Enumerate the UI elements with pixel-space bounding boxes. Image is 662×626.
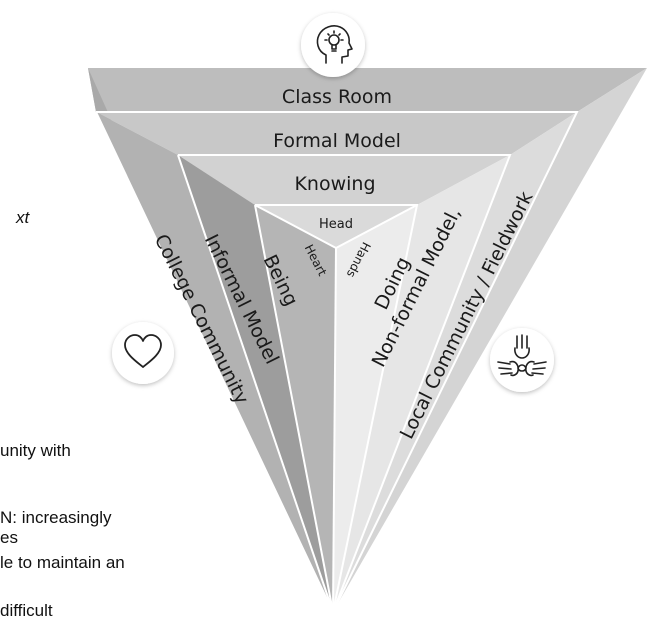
background-text-fragment: xt	[16, 208, 30, 227]
background-text-line: difficult	[0, 601, 53, 620]
core-top-label: Head	[319, 217, 353, 232]
background-text-line: N: increasingly	[0, 508, 112, 527]
joined-hands-icon	[490, 328, 554, 392]
background-text-line: unity with	[0, 441, 71, 460]
third-band-top	[178, 155, 510, 205]
outer-band-right	[333, 68, 647, 612]
third-top-label: Knowing	[294, 173, 375, 195]
heart-icon	[112, 322, 174, 384]
outer-top-label: Class Room	[282, 86, 392, 108]
core-top	[255, 205, 417, 248]
second-top-label: Formal Model	[273, 130, 401, 152]
outer-band-top	[88, 68, 647, 112]
ring-separators	[95, 111, 579, 615]
background-text-line: es	[0, 528, 18, 547]
second-band-top	[96, 112, 577, 155]
head-lightbulb-icon	[301, 13, 365, 77]
background-text-line: le to maintain an	[0, 553, 125, 572]
